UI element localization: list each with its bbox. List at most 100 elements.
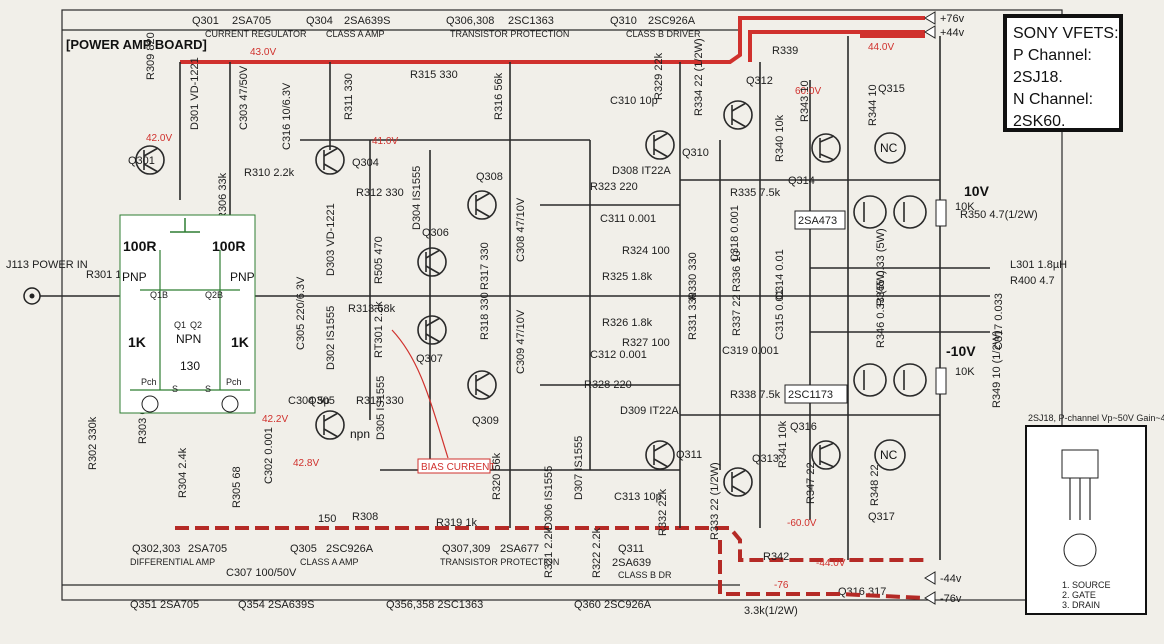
component-label: D307 IS1555	[573, 436, 585, 500]
component-label: R333 22 (1/2W)	[709, 462, 721, 540]
pot-top-icon	[935, 199, 947, 227]
component-label: R346 0.33 (5W)	[875, 270, 887, 348]
component-label: R329 22k	[653, 52, 665, 100]
transistor-q312-icon	[723, 100, 753, 130]
component-label: R326 1.8k	[602, 317, 653, 329]
r-emit-label: 3.3k(1/2W)	[744, 605, 798, 617]
transistor-q308-icon	[467, 190, 497, 220]
component-label: D305 IS1555	[375, 376, 387, 440]
component-label: C314 0.01	[774, 249, 786, 300]
component-label: R348 22	[869, 464, 881, 506]
bheader-q305: Q305	[290, 543, 317, 555]
component-label: Q307	[416, 353, 443, 365]
datasheet-pin2: 2. GATE	[1062, 590, 1096, 600]
voltage-422: 42.2V	[262, 414, 288, 425]
component-label: R341 10k	[777, 420, 789, 468]
voltage-60: 60.0V	[795, 86, 821, 97]
voltage-41: 41.0V	[372, 136, 398, 147]
component-label: C309 47/10V	[515, 309, 527, 374]
component-label: R349 10 (1/2W)	[991, 330, 1003, 408]
inset-r-bottom: 130	[180, 359, 200, 373]
header-q304-part: 2SA639S	[344, 15, 390, 27]
inset-r-top-right: 100R	[212, 238, 245, 254]
component-label: R322 2.2k	[591, 527, 603, 578]
component-label: R321 2.2k	[543, 527, 555, 578]
component-label: D304 IS1555	[411, 166, 423, 230]
schematic-border	[61, 9, 1063, 601]
r342-label: R342	[763, 551, 789, 563]
datasheet-pin1: 1. SOURCE	[1062, 580, 1111, 590]
nc-circle-top-icon	[874, 132, 906, 164]
header-q310-role: CLASS B DRIVER	[626, 29, 701, 39]
bheader-q305-part: 2SC926A	[326, 543, 374, 555]
inset-q1: Q1	[174, 320, 186, 330]
nc-label-top: NC	[880, 141, 898, 155]
transistor-q305-icon	[315, 410, 345, 440]
component-label: C319 0.001	[722, 345, 779, 357]
bheader-q307-role: TRANSISTOR PROTECTION	[440, 557, 559, 567]
bheader-q302-part: 2SA705	[188, 543, 227, 555]
note-line-3: 2SJ18.	[1013, 69, 1063, 86]
component-label: R319 1k	[436, 517, 477, 529]
component-label: R302 330k	[87, 416, 99, 470]
transistor-q316-icon	[811, 440, 841, 470]
component-label: C312 0.001	[590, 349, 647, 361]
component-label: C313 10p	[614, 491, 662, 503]
inset-pnp-left: PNP	[122, 270, 147, 284]
inset-fet-left-icon	[141, 395, 159, 413]
rail-plus44	[748, 30, 925, 62]
bheader-q311: Q311	[618, 543, 644, 555]
component-label: Q308	[476, 171, 503, 183]
component-label: Q316	[790, 421, 817, 433]
neg-pair-label: 2SC1173	[788, 389, 833, 401]
inset-pch-left: Pch	[141, 377, 157, 387]
component-label: Q314	[788, 175, 815, 187]
component-label: RT301 2.2k	[373, 301, 385, 358]
component-label: Q312	[746, 75, 773, 87]
pos-pair-tag	[794, 210, 846, 230]
component-label: R330 330	[687, 252, 699, 300]
neg-pair-tag	[784, 384, 848, 404]
note-line-2: P Channel:	[1013, 47, 1092, 64]
component-label: R400 4.7	[1010, 275, 1055, 287]
component-label: R344 10	[867, 84, 879, 126]
component-label: C307 100/50V	[226, 567, 297, 579]
datasheet-caption: 2SJ18, P-channel Vp~50V Gain~45	[1028, 413, 1164, 423]
transistor-q306-icon	[417, 247, 447, 277]
component-label: C304 5p	[288, 395, 330, 407]
header-q310: Q310	[610, 15, 637, 27]
inset-s-left: S	[172, 384, 178, 394]
vfet-note-box: SONY VFETS: P Channel: 2SJ18. N Channel:…	[1003, 14, 1123, 132]
rail-terminal-plus44	[924, 25, 936, 39]
bheader-q311-role: CLASS B DR	[618, 570, 672, 580]
footer-q351: Q351 2SA705	[130, 599, 199, 611]
component-label: R308	[352, 511, 378, 523]
datasheet-frame	[1025, 425, 1147, 615]
power-in-label: J113 POWER IN	[6, 259, 88, 271]
inset-fet-right-icon	[221, 395, 239, 413]
bheader-q307-part: 2SA677	[500, 543, 539, 555]
voltage-m60: -60.0V	[787, 518, 817, 529]
component-label: R323 220	[590, 181, 638, 193]
component-label: R314 330	[356, 395, 404, 407]
component-label: R313 68k	[348, 303, 396, 315]
component-label: R345 0.33 (5W)	[875, 228, 887, 306]
voltage-m76: -76	[774, 580, 789, 591]
component-label: R350 4.7(1/2W)	[960, 209, 1038, 221]
note-line-5: 2SK60.	[1013, 113, 1066, 130]
component-label: R324 100	[622, 245, 670, 257]
component-label: Q309	[472, 415, 499, 427]
component-label: C310 10p	[610, 95, 658, 107]
component-label: C302 0.001	[263, 427, 275, 484]
component-label: Q310	[682, 147, 709, 159]
header-q301-role: CURRENT REGULATOR	[205, 29, 307, 39]
board-title: [POWER AMP BOARD]	[66, 37, 207, 52]
component-label: R338 7.5k	[730, 389, 781, 401]
transistor-q304-icon	[315, 145, 345, 175]
header-q306-role: TRANSISTOR PROTECTION	[450, 29, 569, 39]
nc-circle-bottom-icon	[874, 439, 906, 471]
inset-npn: NPN	[176, 332, 201, 346]
